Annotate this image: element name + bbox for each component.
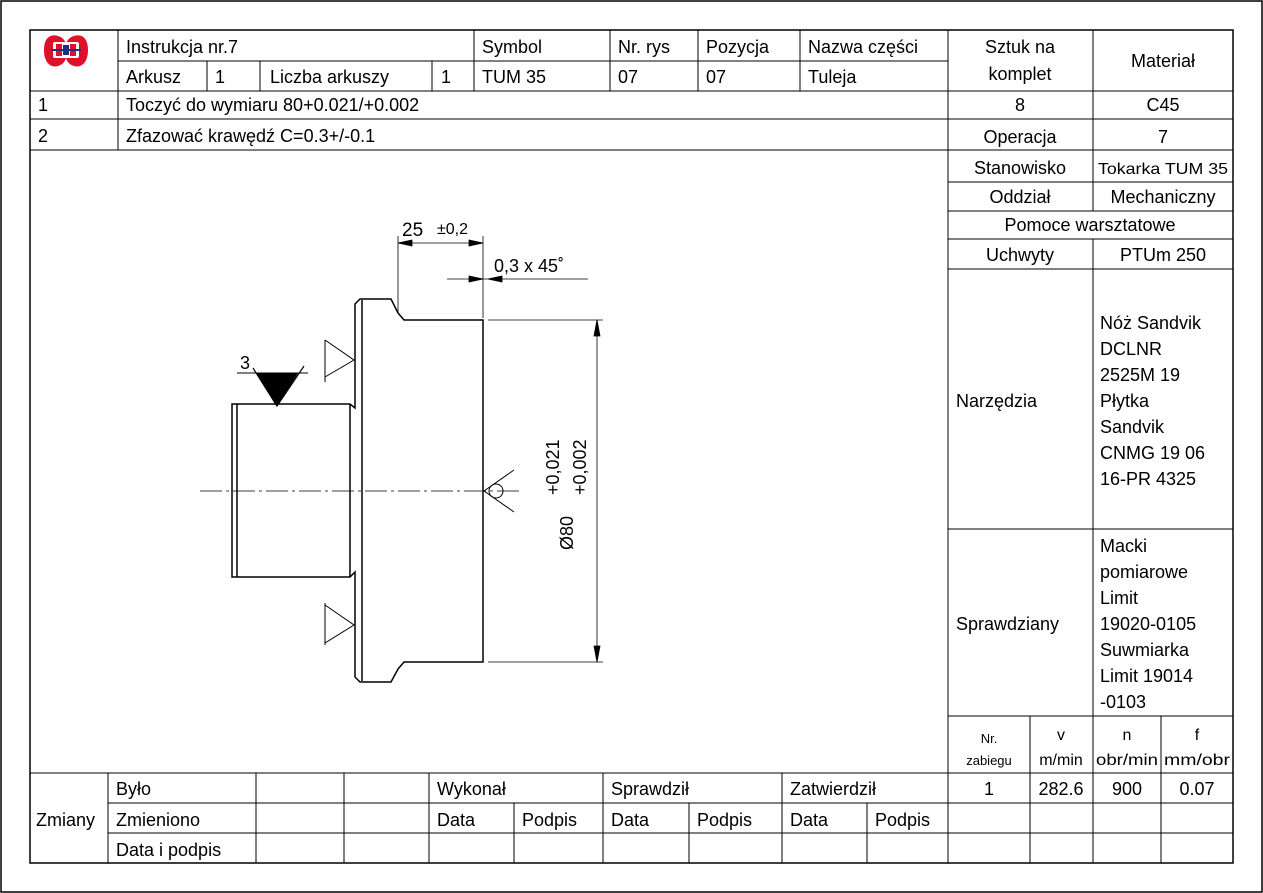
length-dimension-value: 25 (402, 220, 423, 241)
date-label: Data (790, 810, 829, 830)
spindle-speed-value: 900 (1112, 779, 1142, 799)
signature-label: Podpis (875, 810, 930, 830)
checked-by-label: Sprawdził (611, 779, 689, 799)
roughness-value: 3 (240, 353, 250, 373)
gauges-line: Limit 19014 (1100, 666, 1193, 686)
step-number: 2 (38, 126, 48, 146)
cutting-speed-value: 282.6 (1038, 779, 1083, 799)
gauges-label: Sprawdziany (956, 614, 1059, 634)
workstation-value: Tokarka TUM 35 (1098, 161, 1228, 178)
diameter-value: Ø80 (557, 516, 577, 550)
drawing-number-value: 07 (618, 67, 638, 87)
finish-symbol-icon (483, 469, 515, 513)
tools-line: Sandvik (1100, 417, 1165, 437)
inner-frame (29, 29, 1234, 864)
tools-line: DCLNR (1100, 339, 1162, 359)
sheet-label: Arkusz (126, 67, 181, 87)
tools-list: Nóż Sandvik DCLNR 2525M 19 Płytka Sandvi… (1100, 313, 1205, 489)
step-text: Toczyć do wymiaru 80+0.021/+0.002 (126, 95, 419, 115)
pieces-value: 8 (1015, 95, 1025, 115)
feed-value: 0.07 (1179, 779, 1214, 799)
part-outline (231, 298, 484, 683)
pass-number-value: 1 (984, 779, 994, 799)
material-label: Materiał (1131, 51, 1195, 71)
length-dimension-tolerance: ±0,2 (437, 221, 468, 238)
chucks-label: Uchwyty (986, 245, 1054, 265)
gauges-list: Macki pomiarowe Limit 19020-0105 Suwmiar… (1100, 536, 1196, 712)
chucks-value: PTUm 250 (1120, 245, 1206, 265)
drawing-number-label: Nr. rys (618, 37, 670, 57)
spindle-speed-label: n (1123, 727, 1132, 744)
position-label: Pozycja (706, 37, 770, 57)
was-label: Było (116, 779, 151, 799)
department-value: Mechaniczny (1110, 187, 1215, 207)
gauges-line: -0103 (1100, 692, 1146, 712)
chamfer-dimension (447, 275, 588, 283)
pieces-label-line1: Sztuk na (985, 37, 1056, 57)
gauges-line: 19020-0105 (1100, 614, 1196, 634)
pieces-label-line2: komplet (988, 64, 1051, 84)
workstation-label: Stanowisko (974, 158, 1066, 178)
material-value: C45 (1146, 95, 1179, 115)
tools-line: 16-PR 4325 (1100, 469, 1196, 489)
sheet-count-value: 1 (441, 67, 451, 87)
department-label: Oddział (989, 187, 1050, 207)
part-name-value: Tuleja (808, 67, 857, 87)
length-dimension (397, 236, 484, 318)
signature-label: Podpis (522, 810, 577, 830)
tools-line: Płytka (1100, 391, 1150, 411)
symbol-value: TUM 35 (482, 67, 546, 87)
tools-line: CNMG 19 06 (1100, 443, 1205, 463)
changes-label: Zmiany (36, 810, 95, 830)
chamfer-value: 0,3 x 45˚ (494, 256, 564, 276)
feed-unit: mm/obr (1164, 752, 1231, 769)
made-by-label: Wykonał (437, 779, 506, 799)
workshop-aids-label: Pomoce warsztatowe (1004, 215, 1175, 235)
spindle-speed-unit: obr/min (1096, 752, 1158, 769)
sheet-value: 1 (215, 67, 225, 87)
date-signature-label: Data i podpis (116, 840, 221, 860)
date-label: Data (437, 810, 476, 830)
position-value: 07 (706, 67, 726, 87)
tolerance-lower: +0,002 (570, 439, 590, 495)
approved-by-label: Zatwierdził (790, 779, 876, 799)
company-logo-icon (44, 35, 88, 67)
pass-number-label-line1: Nr. (981, 731, 998, 746)
changed-label: Zmieniono (116, 810, 200, 830)
step-text: Zfazować krawędź C=0.3+/-0.1 (126, 126, 375, 146)
cutting-speed-unit: m/min (1039, 752, 1083, 769)
date-label: Data (611, 810, 650, 830)
tolerance-upper: +0,021 (543, 439, 563, 495)
tools-label: Narzędzia (956, 391, 1038, 411)
operation-label: Operacja (983, 127, 1057, 147)
operation-value: 7 (1158, 127, 1168, 147)
clamp-symbol-icon (324, 339, 355, 382)
cutting-speed-label: v (1057, 727, 1065, 744)
step-number: 1 (38, 95, 48, 115)
tools-line: 2525M 19 (1100, 365, 1180, 385)
instruction-number: Instrukcja nr.7 (126, 37, 238, 57)
gauges-line: Suwmiarka (1100, 640, 1190, 660)
roughness-symbol-icon (237, 365, 308, 407)
grid-lines (30, 30, 1233, 863)
feed-label: f (1195, 727, 1200, 744)
signature-label: Podpis (697, 810, 752, 830)
pass-number-label-line2: zabiegu (966, 753, 1012, 768)
tools-line: Nóż Sandvik (1100, 313, 1202, 333)
part-name-label: Nazwa części (808, 37, 918, 57)
gauges-line: pomiarowe (1100, 562, 1188, 582)
clamp-symbol-icon (324, 603, 355, 645)
gauges-line: Macki (1100, 536, 1147, 556)
technical-drawing: 25 ±0,2 0,3 x 45˚ Ø80 +0,021 +0,002 (200, 220, 603, 683)
sheet-count-label: Liczba arkuszy (270, 67, 389, 87)
diameter-dimension (488, 319, 603, 663)
symbol-label: Symbol (482, 37, 542, 57)
gauges-line: Limit (1100, 588, 1138, 608)
